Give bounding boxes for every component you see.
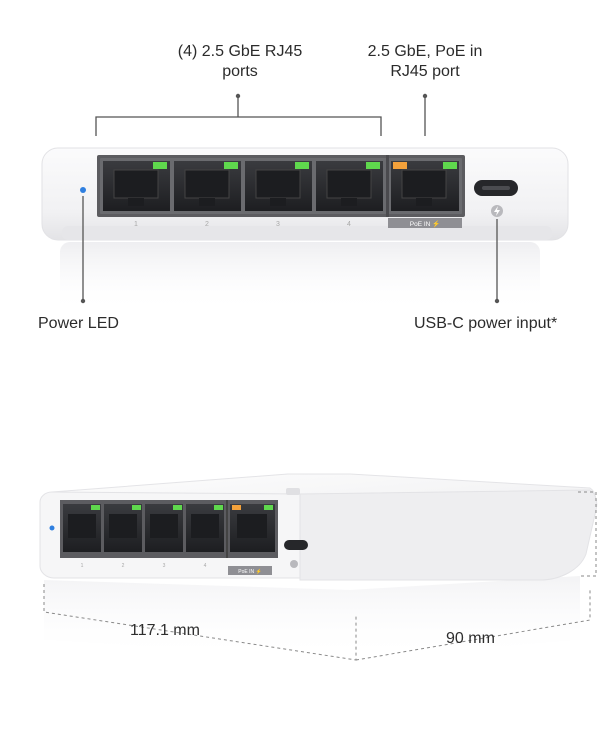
front-poe-tag-strip (388, 218, 462, 228)
poe-port-callout-line-2: RJ45 port (390, 63, 460, 80)
depth-dimension-label: 90 mm (446, 630, 495, 647)
angled-port-number-4: 4 (204, 563, 207, 569)
front-port-1 (103, 161, 170, 211)
front-poe-divider (386, 155, 389, 217)
angled-port-2 (104, 504, 142, 552)
front-port-2-link-led (224, 162, 238, 169)
ports-callout-line-2: ports (222, 63, 258, 80)
front-poe-activity-led (393, 162, 407, 169)
angled-power-bolt-icon (290, 560, 298, 568)
angled-port-number-3: 3 (163, 563, 166, 569)
leader-dots (80, 93, 500, 304)
poe-port-callout-line-1: 2.5 GbE, PoE in (367, 43, 483, 60)
front-port-number-1: 1 (134, 221, 138, 228)
front-power-bolt-icon (491, 205, 503, 217)
usbc-callout: USB-C power input* (414, 315, 558, 332)
front-port-4-link-led (366, 162, 380, 169)
ports-callout: (4) 2.5 GbE RJ45 ports (150, 42, 330, 82)
power-led-callout: Power LED (38, 315, 119, 332)
angled-reflection (44, 576, 580, 660)
angled-port-4 (186, 504, 224, 552)
angled-port-1 (63, 504, 101, 552)
poe-port-callout: 2.5 GbE, PoE in RJ45 port (350, 42, 500, 82)
front-port-2 (174, 161, 241, 211)
angled-poe-port (230, 504, 275, 552)
front-port-3 (245, 161, 312, 211)
angled-power-led (49, 525, 55, 531)
front-port-3-link-led (295, 162, 309, 169)
front-reflection (60, 242, 540, 312)
dimension-lines (43, 491, 597, 661)
front-poe-link-led (443, 162, 457, 169)
width-dimension-label: 117.1 mm (130, 622, 200, 639)
front-poe-port (391, 161, 459, 211)
front-poe-tag: PoE IN ⚡ (410, 220, 441, 228)
ports-callout-line-1: (4) 2.5 GbE RJ45 (177, 43, 303, 60)
front-port-4 (316, 161, 383, 211)
front-port-number-3: 3 (276, 221, 280, 228)
front-port-number-4: 4 (347, 221, 351, 228)
angled-poe-tag: PoE IN ⚡ (238, 568, 261, 575)
leader-lines-front (82, 96, 498, 301)
angled-port-number-1: 1 (81, 563, 84, 569)
front-port-number-2: 2 (205, 221, 209, 228)
angled-port-3 (145, 504, 183, 552)
angled-top-logo (286, 488, 300, 495)
front-body-base (62, 226, 552, 240)
angled-usbc-port (284, 540, 308, 550)
front-port-1-link-led (153, 162, 167, 169)
angled-port-number-2: 2 (122, 563, 125, 569)
angled-poe-tag-strip (228, 566, 272, 575)
angled-side-face (299, 489, 598, 581)
front-power-led (80, 187, 86, 193)
